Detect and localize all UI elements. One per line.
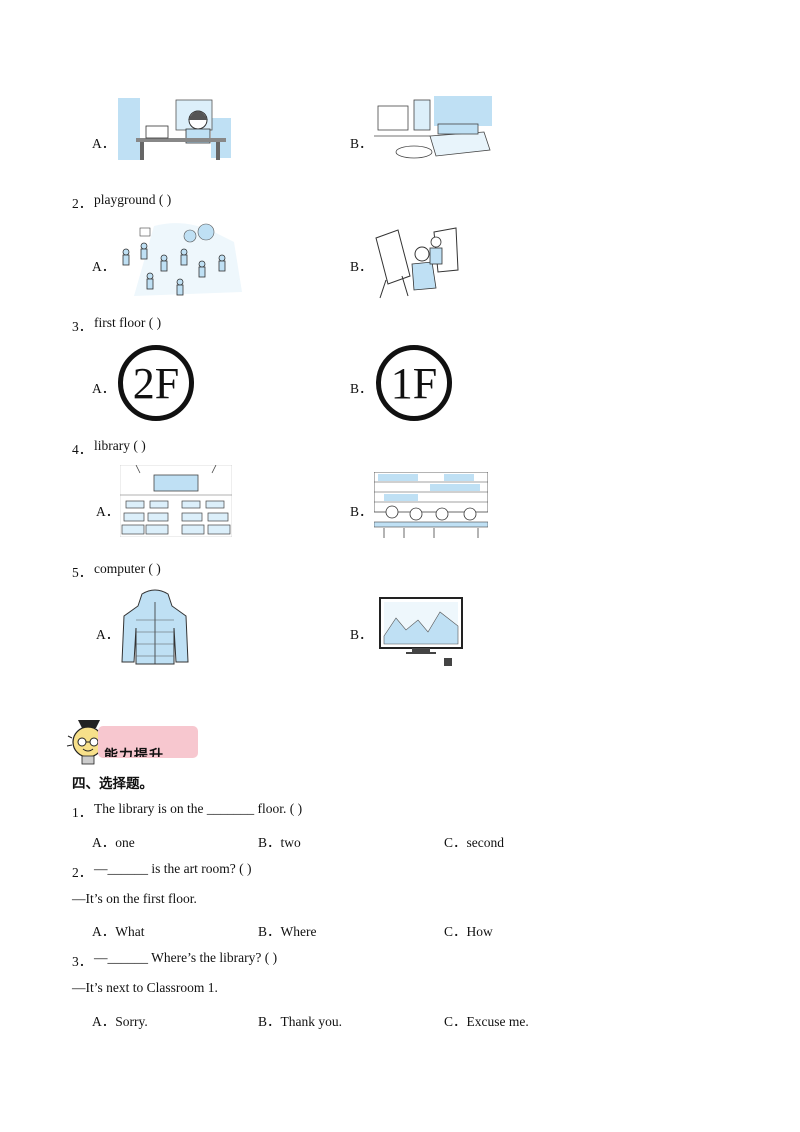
choice-c: C．second: [444, 835, 504, 850]
option-label-b: B．: [350, 259, 373, 274]
choice-c: C．Excuse me.: [444, 1014, 529, 1029]
question-number: 5．: [72, 565, 93, 580]
option-label-a: A．: [92, 381, 116, 396]
question-text: The library is on the _______ floor. ( ): [94, 801, 303, 816]
option-label-b: B．: [350, 627, 373, 642]
bedroom-image: [374, 96, 494, 162]
option-label-a: A．: [96, 627, 120, 642]
question-text: —______ is the art room? ( ): [94, 861, 252, 876]
painting-image: [372, 224, 464, 300]
choice-b: B．Where: [258, 924, 317, 939]
choice-a: A．What: [92, 924, 145, 939]
playground-image: [114, 222, 244, 302]
question-text: first floor ( ): [94, 315, 162, 330]
question-text: —______ Where’s the library? ( ): [94, 950, 278, 965]
question-number: 4．: [72, 442, 93, 457]
option-label-b: B．: [350, 136, 373, 151]
question-number: 3．: [72, 954, 93, 969]
question-text: computer ( ): [94, 561, 161, 576]
jacket-image: [121, 589, 189, 665]
section-banner: [98, 726, 198, 758]
classroom-image: [120, 465, 232, 537]
lightbulb-icon: [66, 720, 109, 765]
question-number: 1．: [72, 805, 93, 820]
library-image: [374, 472, 488, 538]
option-label-b: B．: [350, 381, 373, 396]
choice-a: A．one: [92, 835, 135, 850]
question-number: 2．: [72, 865, 93, 880]
choice-b: B．two: [258, 835, 301, 850]
computer-monitor-image: [379, 597, 463, 666]
question-text: playground ( ): [94, 192, 172, 207]
floor-badge-1f: 1F: [376, 345, 452, 421]
banner-title: 能力提升: [104, 748, 164, 757]
dialogue-reply: —It’s on the first floor.: [72, 891, 197, 906]
option-label-a: A．: [96, 504, 120, 519]
question-number: 2．: [72, 196, 93, 211]
choice-a: A．Sorry.: [92, 1014, 148, 1029]
choice-c: C．How: [444, 924, 493, 939]
choice-b: B．Thank you.: [258, 1014, 342, 1029]
question-text: library ( ): [94, 438, 146, 453]
office-image: [116, 96, 234, 162]
floor-badge-2f: 2F: [118, 345, 194, 421]
section-heading: 四、选择题。: [72, 776, 153, 792]
dialogue-reply: —It’s next to Classroom 1.: [72, 980, 218, 995]
question-number: 3．: [72, 319, 93, 334]
option-label-b: B．: [350, 504, 373, 519]
option-label-a: A．: [92, 259, 116, 274]
option-label-a: A．: [92, 136, 116, 151]
